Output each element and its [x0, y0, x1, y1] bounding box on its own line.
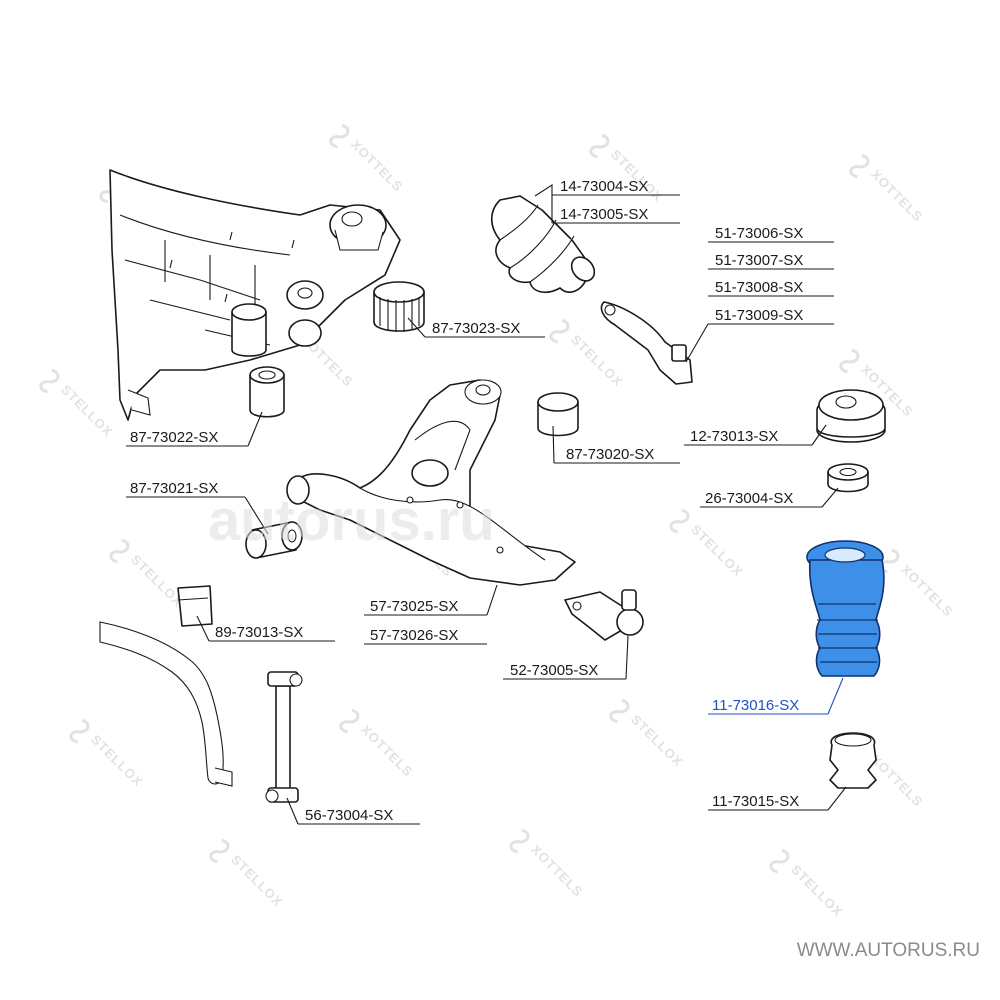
bump-stop-drawing — [829, 732, 877, 789]
part-number-51-73006-sx: 51-73006-SX — [715, 225, 803, 242]
brand-logo-icon — [549, 319, 570, 344]
leader-line — [827, 786, 847, 811]
part-number-56-73004-sx: 56-73004-SX — [305, 807, 393, 824]
brand-logo-icon — [39, 369, 60, 394]
part-number-14-73004-sx: 14-73004-SX — [560, 178, 648, 195]
ball-joint-drawing — [564, 589, 644, 641]
part-number-11-73016-sx: 11-73016-SX — [712, 697, 799, 714]
leader-line — [625, 635, 629, 680]
brand-watermark-text: XOTTELS — [898, 562, 956, 620]
leader-line — [552, 425, 555, 464]
subframe-bushing-drawing — [231, 303, 267, 357]
brand-watermark-text: STELLOX — [788, 862, 846, 920]
brand-logo-icon — [509, 829, 530, 854]
stabilizer-bushing-drawing — [177, 585, 213, 627]
steering-boot-drawing — [490, 195, 596, 294]
ghost-watermark: autorus.ru — [208, 488, 495, 553]
bushing-87-73022-drawing — [249, 366, 285, 418]
stabilizer-link-drawing — [265, 671, 303, 803]
part-number-51-73007-sx: 51-73007-SX — [715, 252, 803, 269]
brand-watermark-text: STELLOX — [628, 712, 686, 770]
brand-logo-icon — [589, 134, 610, 159]
brand-watermark-text: STELLOX — [88, 732, 146, 790]
brand-watermark: STELLOX — [39, 369, 116, 440]
brand-logo-icon — [609, 699, 630, 724]
brand-watermark-text: STELLOX — [228, 852, 286, 910]
shock-boot-drawing — [806, 540, 885, 677]
brand-watermark: XOTTELS — [509, 829, 586, 900]
part-number-87-73022-sx: 87-73022-SX — [130, 429, 218, 446]
subframe-drawing — [109, 169, 401, 421]
brand-watermark: STELLOX — [109, 539, 186, 610]
leader-line — [827, 677, 844, 715]
stabilizer-bar-drawing — [99, 621, 233, 787]
part-number-57-73025-sx: 57-73025-SX — [370, 598, 458, 615]
brand-watermark-text: STELLOX — [568, 332, 626, 390]
brand-logo-icon — [849, 154, 870, 179]
brand-watermark: STELLOX — [589, 134, 666, 205]
strut-mount-drawing — [816, 389, 886, 443]
brand-watermark: STELLOX — [549, 319, 626, 390]
part-number-89-73013-sx: 89-73013-SX — [215, 624, 303, 641]
brand-watermark-text: XOTTELS — [528, 842, 586, 900]
brand-watermark: STELLOX — [209, 839, 286, 910]
leader-line — [486, 584, 498, 616]
brand-watermark: STELLOX — [69, 719, 146, 790]
brand-watermark: STELLOX — [769, 849, 846, 920]
brand-watermark: XOTTELS — [879, 549, 956, 620]
part-number-87-73021-sx: 87-73021-SX — [130, 480, 218, 497]
brand-watermark-text: XOTTELS — [868, 752, 926, 810]
brand-logo-icon — [109, 539, 130, 564]
leader-line — [821, 487, 839, 508]
brand-logo-icon — [329, 124, 350, 149]
part-number-14-73005-sx: 14-73005-SX — [560, 206, 648, 223]
part-number-26-73004-sx: 26-73004-SX — [705, 490, 793, 507]
brand-watermark-text: STELLOX — [58, 382, 116, 440]
part-number-57-73026-sx: 57-73026-SX — [370, 627, 458, 644]
brand-watermark-text: STELLOX — [608, 147, 666, 205]
part-number-51-73008-sx: 51-73008-SX — [715, 279, 803, 296]
part-number-87-73020-sx: 87-73020-SX — [566, 446, 654, 463]
brand-watermark: STELLOX — [669, 509, 746, 580]
leader-line — [196, 615, 210, 642]
strut-bearing-drawing — [827, 463, 869, 493]
brand-logo-icon — [669, 509, 690, 534]
bushing-87-73023-drawing — [373, 281, 425, 332]
leader-line — [244, 496, 269, 535]
part-number-87-73023-sx: 87-73023-SX — [432, 320, 520, 337]
leader-line — [811, 424, 827, 446]
brand-logo-icon — [839, 349, 860, 374]
site-url: WWW.AUTORUS.RU — [797, 940, 980, 961]
brand-watermark: XOTTELS — [849, 154, 926, 225]
control-arm-drawing — [286, 379, 576, 586]
leader-line — [534, 183, 553, 223]
leader-lines — [126, 183, 847, 825]
bushing-87-73020-drawing — [537, 392, 579, 437]
part-labels: 14-73004-SX 14-73005-SX 51-73006-SX 51-7300… — [130, 178, 803, 824]
brand-watermark: STELLOX — [609, 699, 686, 770]
part-number-12-73013-sx: 12-73013-SX — [690, 428, 778, 445]
brand-logo-icon — [769, 849, 790, 874]
brand-watermark-text: STELLOX — [688, 522, 746, 580]
leader-line — [286, 797, 299, 825]
brand-watermark: XOTTELS — [329, 124, 406, 195]
leader-line — [247, 411, 263, 447]
part-number-11-73015-sx: 11-73015-SX — [712, 793, 799, 810]
brand-watermark-text: XOTTELS — [348, 137, 406, 195]
brand-logo-icon — [339, 709, 360, 734]
brand-watermark: XOTTELS — [339, 709, 416, 780]
bushing-87-73021-drawing — [245, 521, 303, 559]
part-number-51-73009-sx: 51-73009-SX — [715, 307, 803, 324]
brand-logo-icon — [209, 839, 230, 864]
brand-logo-icon — [69, 719, 90, 744]
tie-rod-end-drawing — [600, 301, 693, 385]
leader-line — [407, 317, 426, 338]
part-number-52-73005-sx: 52-73005-SX — [510, 662, 598, 679]
brand-watermark-text: STELLOX — [128, 552, 186, 610]
brand-watermark-text: XOTTELS — [868, 167, 926, 225]
brand-watermark-text: XOTTELS — [358, 722, 416, 780]
leader-line — [685, 323, 709, 363]
